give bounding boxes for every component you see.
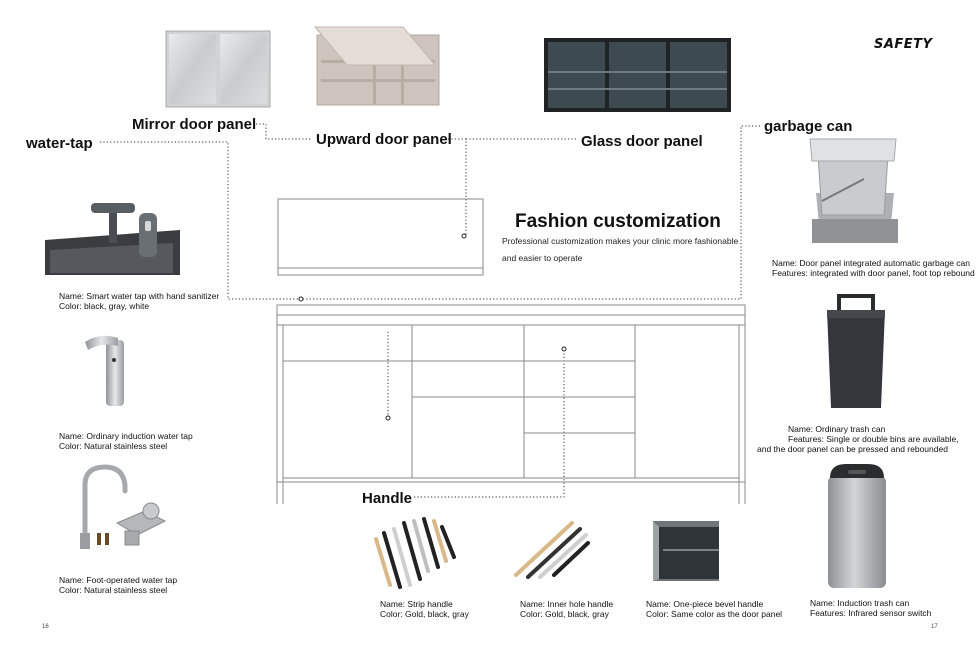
can-detail-2b: and the door panel can be pressed and re… bbox=[757, 444, 948, 454]
handle-caption-1: Name: Strip handle Color: Gold, black, g… bbox=[380, 599, 469, 619]
glass-door-panel-label: Glass door panel bbox=[581, 133, 703, 150]
tap-detail-2: Color: Natural stainless steel bbox=[59, 441, 168, 451]
page-title: Fashion customization bbox=[515, 211, 721, 232]
main-cabinet-drawing bbox=[276, 296, 746, 504]
tap-name-3: Name: Foot-operated water tap bbox=[59, 575, 178, 585]
mirror-door-panel-image bbox=[165, 30, 271, 108]
can-name-3: Name: Induction trash can bbox=[810, 598, 910, 608]
inner-hole-handle-image bbox=[510, 513, 590, 581]
tap-caption-2: Name: Ordinary induction water tap Color… bbox=[59, 431, 193, 451]
tap-caption-3: Name: Foot-operated water tap Color: Nat… bbox=[59, 575, 177, 595]
foot-operated-water-tap-image bbox=[75, 463, 170, 553]
induction-trash-can-image bbox=[826, 462, 888, 589]
tap-detail-3: Color: Natural stainless steel bbox=[59, 585, 168, 595]
page-subtitle: Professional customization makes your cl… bbox=[502, 236, 739, 263]
handle-label: Handle bbox=[362, 490, 413, 507]
can-caption-3: Name: Induction trash can Features: Infr… bbox=[810, 598, 931, 618]
can-caption-2: Name: Ordinary trash can Features: Singl… bbox=[788, 424, 959, 444]
tap-name-1: Name: Smart water tap with hand sanitize… bbox=[59, 291, 220, 301]
ordinary-trash-can-image bbox=[823, 294, 889, 410]
induction-water-tap-image bbox=[80, 330, 130, 410]
handle-name-3: Name: One-piece bevel handle bbox=[646, 599, 764, 609]
handle-detail-2: Color: Gold, black, gray bbox=[520, 609, 609, 619]
can-detail-2: Features: Single or double bins are avai… bbox=[788, 434, 959, 444]
glass-door-panel-image bbox=[544, 38, 731, 112]
brand-logo: SAFETY bbox=[874, 37, 933, 52]
tap-name-2: Name: Ordinary induction water tap bbox=[59, 431, 193, 441]
handle-name-2: Name: Inner hole handle bbox=[520, 599, 614, 609]
tap-caption-1: Name: Smart water tap with hand sanitize… bbox=[59, 291, 219, 311]
handle-detail-1: Color: Gold, black, gray bbox=[380, 609, 469, 619]
tap-detail-1: Color: black, gray, white bbox=[59, 301, 150, 311]
water-tap-label: water-tap bbox=[26, 135, 93, 152]
page-number-right: 17 bbox=[931, 624, 938, 630]
smart-water-tap-image bbox=[45, 195, 180, 275]
can-name-2: Name: Ordinary trash can bbox=[788, 424, 886, 434]
bevel-handle-image bbox=[651, 519, 721, 583]
upward-door-panel-image bbox=[313, 26, 440, 107]
page-number-left: 16 bbox=[42, 624, 49, 630]
integrated-garbage-can-image bbox=[806, 135, 901, 245]
upward-door-panel-label: Upward door panel bbox=[316, 131, 452, 148]
can-caption-1: Name: Door panel integrated automatic ga… bbox=[772, 258, 975, 278]
handle-name-1: Name: Strip handle bbox=[380, 599, 453, 609]
handle-detail-3: Color: Same color as the door panel bbox=[646, 609, 783, 619]
can-name-1: Name: Door panel integrated automatic ga… bbox=[772, 258, 970, 268]
handle-caption-2: Name: Inner hole handle Color: Gold, bla… bbox=[520, 599, 613, 619]
handle-caption-3: Name: One-piece bevel handle Color: Same… bbox=[646, 599, 782, 619]
upper-cabinet-drawing bbox=[277, 198, 484, 276]
garbage-can-label: garbage can bbox=[764, 118, 853, 135]
strip-handle-image bbox=[370, 513, 458, 589]
can-detail-3: Features: Infrared sensor switch bbox=[810, 608, 932, 618]
can-detail-1: Features: integrated with door panel, fo… bbox=[772, 268, 975, 278]
mirror-door-panel-label: Mirror door panel bbox=[132, 116, 257, 133]
